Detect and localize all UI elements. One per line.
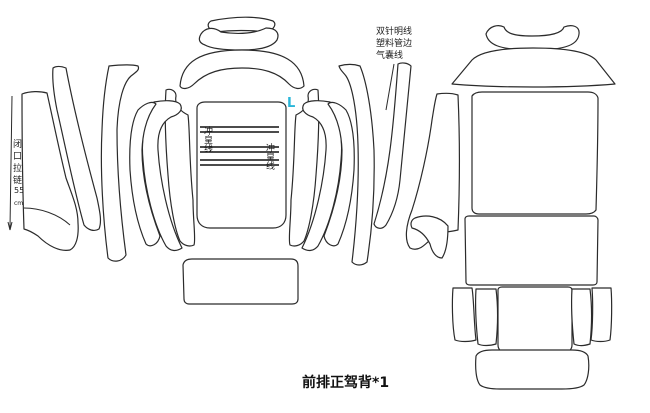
stitch-notes: 双针明线 塑料管边 气囊线 [376,25,412,61]
stitch-label-left: 冲 皇 线 [204,125,213,155]
left-side-seam [23,207,71,226]
svg-text:塑料管边: 塑料管边 [376,37,412,49]
svg-text:气囊线: 气囊线 [376,49,403,61]
svg-text:cm: cm [14,200,23,207]
left-bolster-outer [129,101,161,247]
svg-text:冲: 冲 [266,142,275,154]
marker-letter: L [287,96,295,111]
bottom-center-panel [182,258,299,305]
svg-text:55: 55 [14,186,24,195]
svg-text:线: 线 [266,160,275,172]
svg-text:链: 链 [13,174,22,186]
left-zipper-label: 闭 口 拉 链 55 cm [13,138,24,207]
back-lower-panel [464,215,599,286]
left-side-panel [21,91,79,251]
svg-text:线: 线 [204,143,213,155]
svg-text:皇: 皇 [266,151,275,163]
svg-text:拉: 拉 [13,162,22,174]
right-side-panel [405,92,461,250]
back-main-panel [471,91,599,215]
svg-text:皇: 皇 [204,134,213,146]
back-bottom-right-mid [571,288,593,347]
right-side-lower-piece [410,215,449,259]
right-outer-strip [373,62,412,229]
headrest-band [198,27,279,51]
back-bottom-strip [475,349,590,390]
stitch-label-right: 冲 皇 线 [266,142,275,172]
right-bolster-mid [301,100,343,252]
headrest-front [179,49,305,90]
pattern-title: 前排正驾背*1 [302,374,389,391]
svg-text:闭: 闭 [13,138,22,150]
back-bottom-left-mid [475,288,499,347]
stitch-lines [200,126,279,166]
back-bottom-center [497,286,573,354]
right-long-strip [338,63,375,266]
left-bolster-mid [141,100,183,252]
note-pointer [385,63,395,111]
svg-text:双针明线: 双针明线 [376,25,412,37]
left-outer-strip [52,65,102,231]
back-top-handle [485,25,580,51]
svg-text:冲: 冲 [204,125,213,137]
back-upper-arch [451,47,616,88]
back-bottom-right-flap [590,287,613,343]
svg-text:口: 口 [13,152,22,162]
left-long-strip [100,64,140,262]
right-bolster-outer [323,101,355,247]
back-bottom-left-flap [451,287,477,343]
left-edge-arrow [7,95,13,231]
